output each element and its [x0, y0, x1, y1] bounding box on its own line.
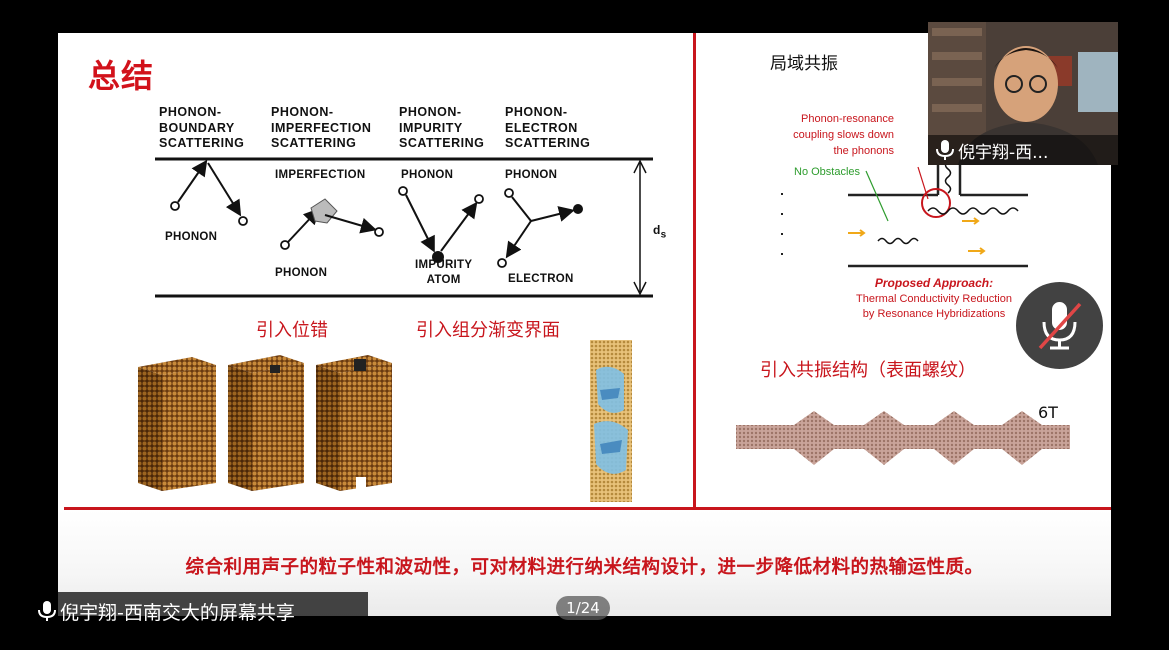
- header-line: PHONON-: [399, 105, 462, 119]
- phonon-dot: [374, 227, 384, 237]
- page-indicator[interactable]: 1/24: [556, 596, 610, 620]
- label-phonon: PHONON: [165, 231, 218, 243]
- label-local-resonance: 局域共振: [770, 54, 838, 74]
- dislocation-nanowires: [138, 355, 392, 491]
- phonon-dot: [238, 216, 248, 226]
- incident-arrow: [287, 208, 320, 243]
- note-line: the phonons: [833, 145, 894, 157]
- scattered-arrow: [324, 214, 377, 234]
- header-line: SCATTERING: [271, 136, 357, 150]
- horizontal-divider: [64, 507, 1111, 510]
- nanowire-3: [316, 355, 392, 491]
- label-imperfection: IMPERFECTION: [275, 169, 366, 181]
- resonance-highlight: [921, 188, 951, 218]
- scattered-arrow: [530, 206, 575, 222]
- free-wave: [877, 237, 919, 245]
- thread-profile: [736, 411, 1070, 465]
- threaded-nanowire: [736, 411, 1070, 465]
- header-line: ELECTRON: [505, 120, 578, 135]
- summary-text: 综合利用声子的粒子性和波动性，可对材料进行纳米结构设计，进一步降低材料的热输运性…: [185, 557, 984, 578]
- phonon-dot: [474, 194, 484, 204]
- impurity-atom: [432, 251, 444, 263]
- scattered-arrow: [440, 201, 478, 252]
- header-line: PHONON-: [271, 105, 334, 119]
- reflected-arrow: [207, 162, 242, 217]
- slowed-wave: [927, 207, 1019, 215]
- incident-arrow: [177, 159, 208, 203]
- header-impurity: PHONON- IMPURITY SCATTERING: [399, 105, 484, 152]
- scattering-sketch: [155, 157, 653, 298]
- note-line: coupling slows down: [793, 129, 894, 141]
- flow-arrow: [962, 217, 980, 225]
- participant-video-tile[interactable]: 倪宇翔-西...: [928, 22, 1118, 165]
- header-boundary: PHONON- BOUNDARY SCATTERING: [159, 105, 244, 152]
- phonon-dot: [280, 240, 290, 250]
- header-line: IMPURITY: [399, 120, 463, 135]
- phonon-dot: [504, 188, 514, 198]
- callout-line: [917, 166, 929, 200]
- screen-share-owner: 倪宇翔-西南交大的屏幕共享: [60, 601, 295, 624]
- label-phonon: PHONON: [505, 169, 558, 181]
- label-6t: 6T: [1038, 403, 1058, 422]
- phonon-path: [511, 196, 532, 222]
- header-line: BOUNDARY: [159, 120, 235, 135]
- note-coupling: Phonon-resonance coupling slows down the…: [782, 111, 894, 159]
- header-line: PHONON-: [159, 105, 222, 119]
- label-dislocation: 引入位错: [256, 320, 328, 341]
- header-line: IMPERFECTION: [271, 120, 372, 135]
- ds-subscript: s: [660, 229, 667, 241]
- header-line: SCATTERING: [159, 136, 245, 150]
- nanowire-1: [138, 357, 216, 491]
- flow-arrow: [848, 229, 866, 237]
- label-impurity-atom: IMPURITY ATOM: [415, 258, 472, 288]
- electron-dot: [497, 258, 507, 268]
- mic-muted-icon: [1038, 302, 1082, 350]
- label-ds: ds: [653, 223, 667, 240]
- vertical-divider: [693, 33, 696, 507]
- mute-toggle-button[interactable]: [1016, 282, 1103, 369]
- label-phonon: PHONON: [401, 169, 454, 181]
- microphone-icon: [936, 140, 954, 160]
- label-phonon: PHONON: [275, 267, 328, 279]
- label-graded-interface: 引入组分渐变界面: [416, 320, 560, 341]
- screen-share-label: 倪宇翔-西南交大的屏幕共享: [30, 592, 368, 630]
- phonon-dot: [170, 201, 180, 211]
- note-no-obstacles: No Obstacles: [794, 166, 861, 178]
- nanowire-2: [228, 355, 304, 491]
- participant-name-bar: 倪宇翔-西...: [928, 135, 1118, 165]
- header-line: SCATTERING: [505, 136, 591, 150]
- header-line: PHONON-: [505, 105, 568, 119]
- slide-title: 总结: [88, 57, 155, 95]
- participant-name: 倪宇翔-西...: [958, 142, 1049, 163]
- proposed-line: Thermal Conductivity Reduction: [856, 293, 1012, 305]
- phonon-dot: [573, 204, 583, 214]
- callout-line: [865, 170, 889, 222]
- label-line: ATOM: [426, 274, 461, 286]
- proposed-line: by Resonance Hybridizations: [862, 308, 1006, 320]
- microphone-icon: [38, 601, 56, 621]
- ds-letter: d: [653, 223, 661, 237]
- label-resonance-structure: 引入共振结构（表面螺纹）: [760, 360, 976, 381]
- label-line: IMPURITY: [415, 259, 473, 271]
- header-imperfection: PHONON- IMPERFECTION SCATTERING: [271, 105, 371, 152]
- phonon-dot: [398, 186, 408, 196]
- note-proposed-approach: Proposed Approach: Thermal Conductivity …: [844, 276, 1024, 322]
- proposed-title: Proposed Approach:: [874, 276, 994, 290]
- electron-arrow: [505, 220, 532, 259]
- graded-interface-nanowire: [590, 340, 632, 502]
- flow-arrow: [968, 247, 986, 255]
- participant-face: [994, 46, 1058, 122]
- header-line: SCATTERING: [399, 136, 485, 150]
- header-electron: PHONON- ELECTRON SCATTERING: [505, 105, 590, 152]
- imperfection-blob: [310, 198, 338, 224]
- label-electron: ELECTRON: [508, 273, 574, 285]
- note-line: Phonon-resonance: [801, 113, 894, 125]
- incident-arrow: [405, 194, 435, 253]
